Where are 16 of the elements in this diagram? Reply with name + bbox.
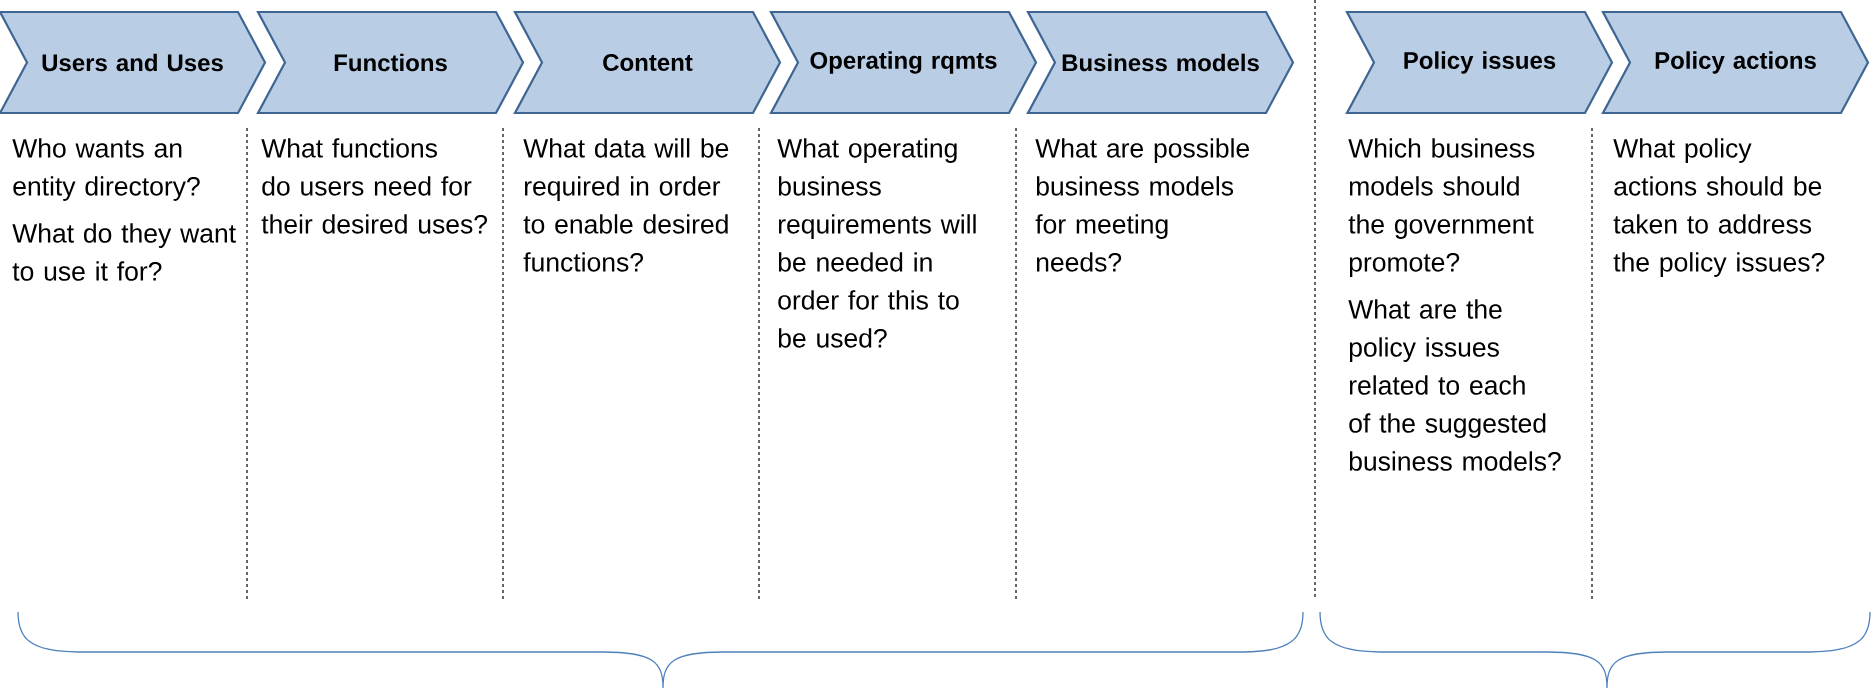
question-text: What functions do users need for their desired uses? (261, 138, 487, 234)
question-text: What data will be required in order to enable desired functions? (523, 138, 729, 272)
chevron-step: Policy actions (1601, 10, 1870, 115)
question-text: What operating business requirements will be needed in order for this to be used? (777, 138, 976, 348)
question-text: What policy actions should be taken to address the policy issues? (1613, 138, 1825, 277)
chevron-step: Operating rqmts (769, 10, 1038, 115)
chevron-step: Content (513, 10, 782, 115)
question-text: Which business models should the government promote? (1348, 138, 1535, 277)
chevron-step: Users and Uses (0, 10, 267, 115)
chevron-step: Policy issues (1345, 10, 1614, 115)
question-text: What are possible business models for meeting needs? (1035, 138, 1250, 272)
question-text: What do they want to use it for? (12, 223, 236, 281)
question-text: What are the policy issues related to each of the suggested business models? (1348, 299, 1561, 471)
chevron-step: Functions (256, 10, 525, 115)
question-text: Who wants an entity directory? (12, 138, 200, 201)
chevron-step: Business models (1026, 10, 1295, 115)
